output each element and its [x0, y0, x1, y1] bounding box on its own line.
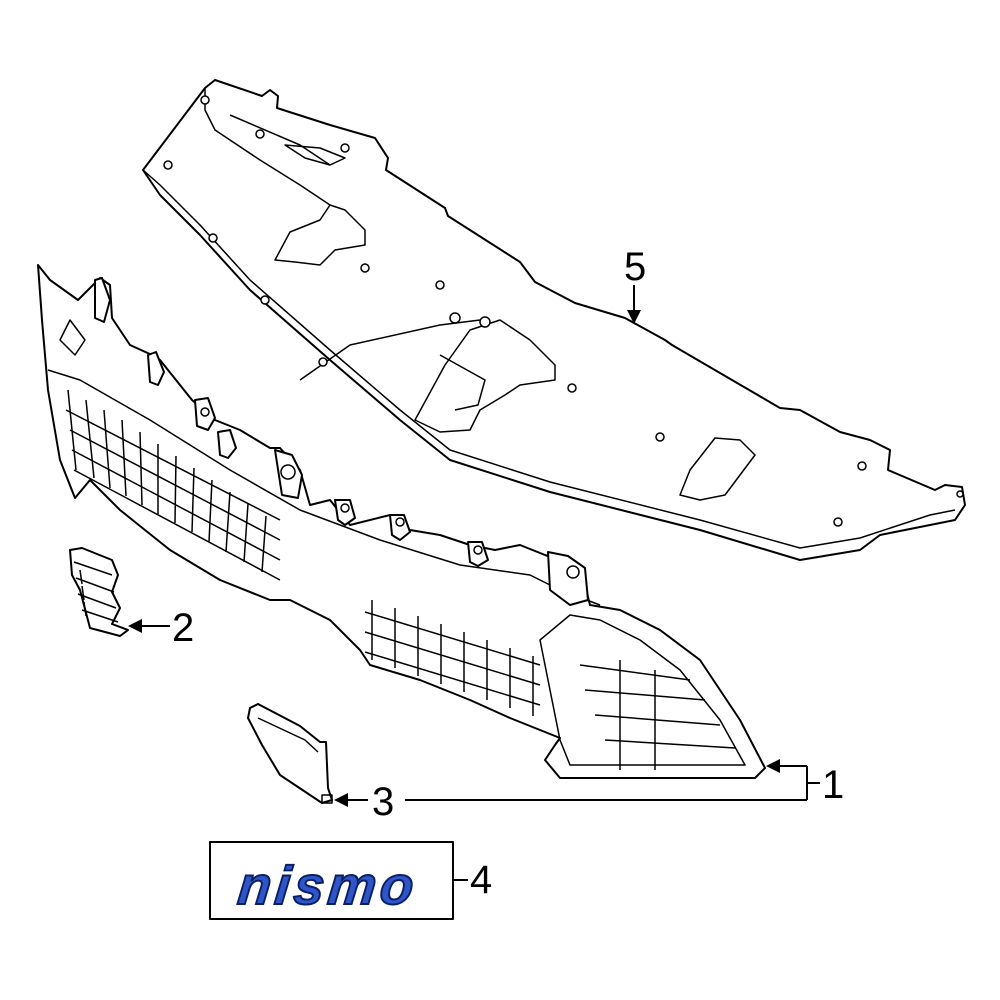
- callout-5[interactable]: 5: [624, 245, 646, 289]
- callout-3[interactable]: 3: [372, 780, 394, 824]
- bumper-grille-part[interactable]: [37, 264, 766, 779]
- callout-1[interactable]: 1: [822, 763, 844, 807]
- callout-4[interactable]: 4: [470, 858, 492, 902]
- leader-lines: [128, 285, 820, 881]
- callout-2[interactable]: 2: [172, 606, 194, 650]
- side-insert-part[interactable]: [69, 547, 129, 637]
- nismo-emblem-text: nismo: [235, 856, 420, 916]
- radiator-shield-part[interactable]: [142, 79, 966, 561]
- nismo-emblem-part: nismo: [209, 841, 454, 920]
- cover-cap-part[interactable]: [247, 703, 333, 804]
